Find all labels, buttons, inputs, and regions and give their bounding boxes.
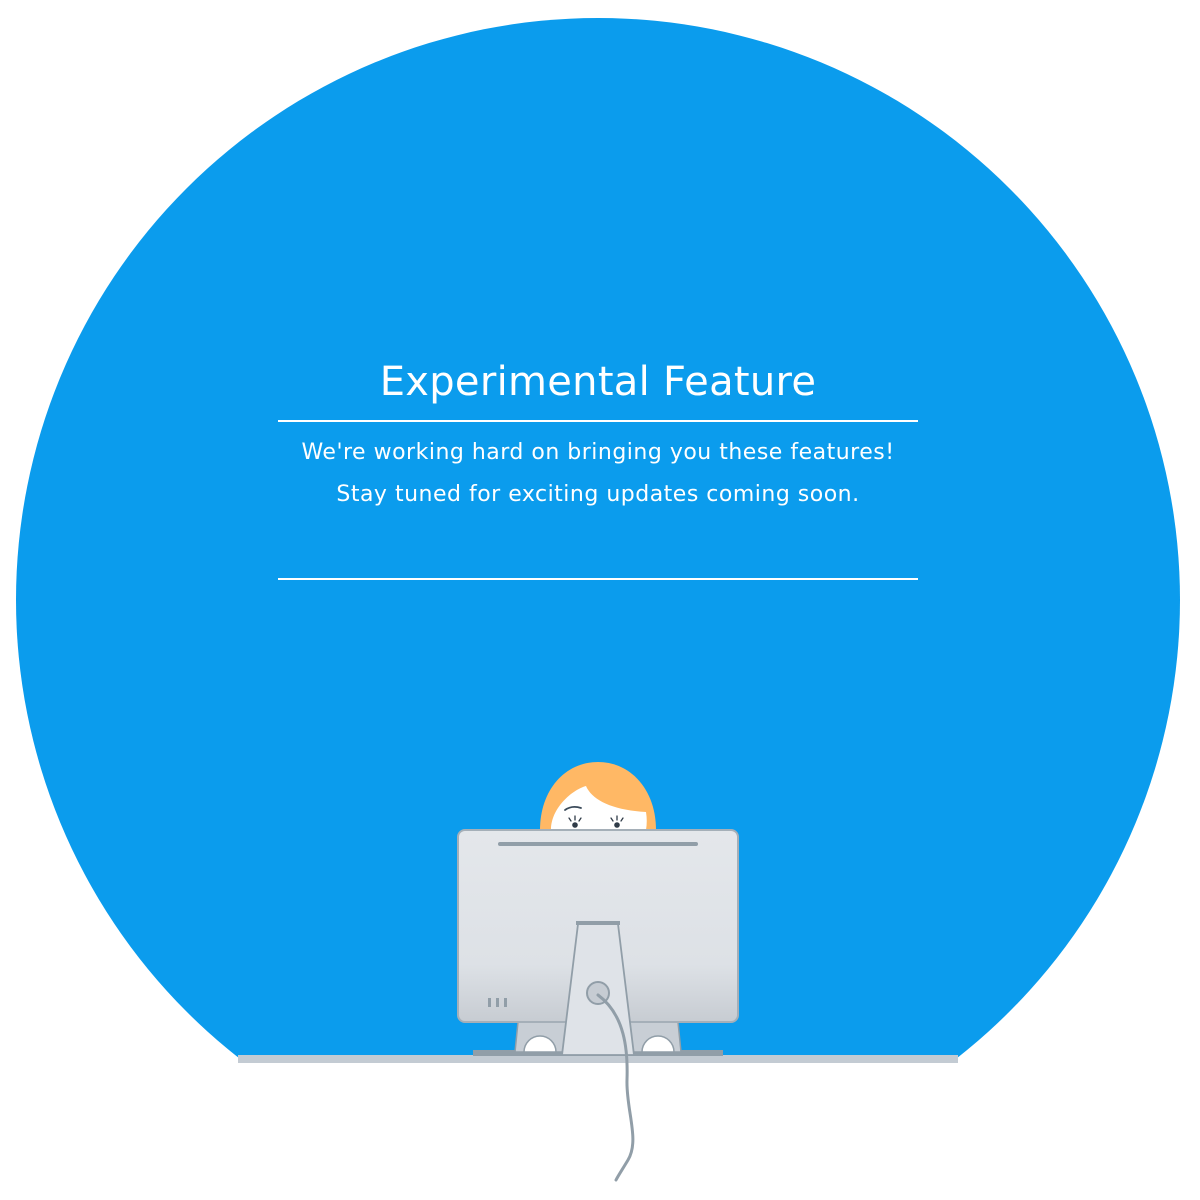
monitor-back [457, 829, 739, 1056]
message-line-2: Stay tuned for exciting updates coming s… [336, 482, 860, 507]
person-head [540, 762, 656, 830]
page-title: Experimental Feature [379, 359, 817, 405]
message-text: We're working hard on bringing you these… [278, 422, 918, 578]
bottom-divider [278, 578, 918, 580]
monitor-cable [596, 993, 635, 1182]
top-divider [278, 420, 918, 422]
background-circle [16, 18, 1180, 1060]
message-panel: Experimental Feature We're working hard … [278, 340, 918, 580]
desk-surface [238, 1055, 958, 1063]
message-line-1: We're working hard on bringing you these… [301, 440, 895, 465]
